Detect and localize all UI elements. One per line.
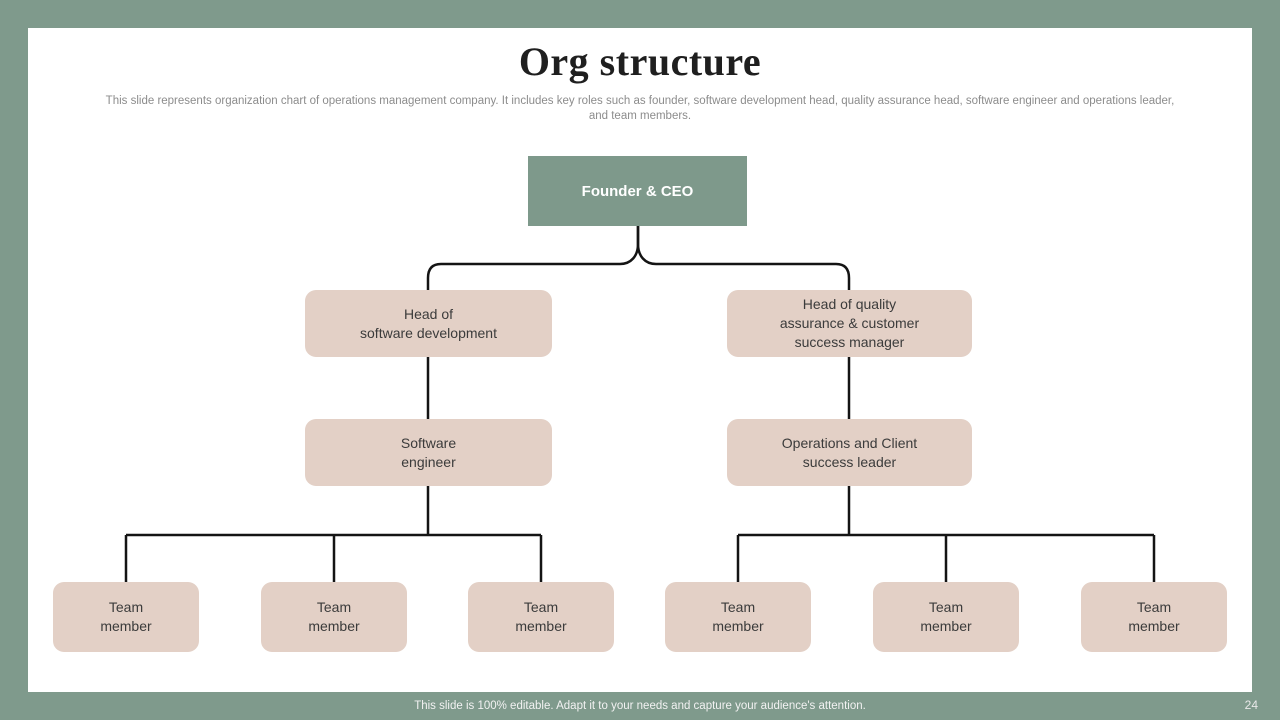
org-node-team-member-4: Team member [665,582,811,652]
org-node-team-member-3: Team member [468,582,614,652]
org-node-operations-client-success-leader: Operations and Client success leader [727,419,972,486]
connector-root-left-branch [426,226,640,290]
org-node-team-member-1: Team member [53,582,199,652]
connector-left-team-tree [124,486,543,582]
connector-right-team-tree [736,486,1156,582]
slide-footer: This slide is 100% editable. Adapt it to… [0,692,1280,720]
org-node-head-quality-assurance: Head of quality assurance & customer suc… [727,290,972,357]
org-node-software-engineer: Software engineer [305,419,552,486]
page-number: 24 [1244,698,1258,712]
org-node-founder-ceo: Founder & CEO [528,156,747,226]
org-node-team-member-6: Team member [1081,582,1227,652]
slide-canvas: Org structure This slide represents orga… [28,28,1252,692]
org-node-team-member-2: Team member [261,582,407,652]
slide-title: Org structure [518,39,762,84]
slide-subtitle: This slide represents organization chart… [105,95,1175,122]
connector-root-right-branch [636,226,851,290]
org-node-team-member-5: Team member [873,582,1019,652]
footer-note: This slide is 100% editable. Adapt it to… [414,700,866,712]
org-node-head-software-development: Head of software development [305,290,552,357]
org-chart-connectors [124,226,1156,582]
